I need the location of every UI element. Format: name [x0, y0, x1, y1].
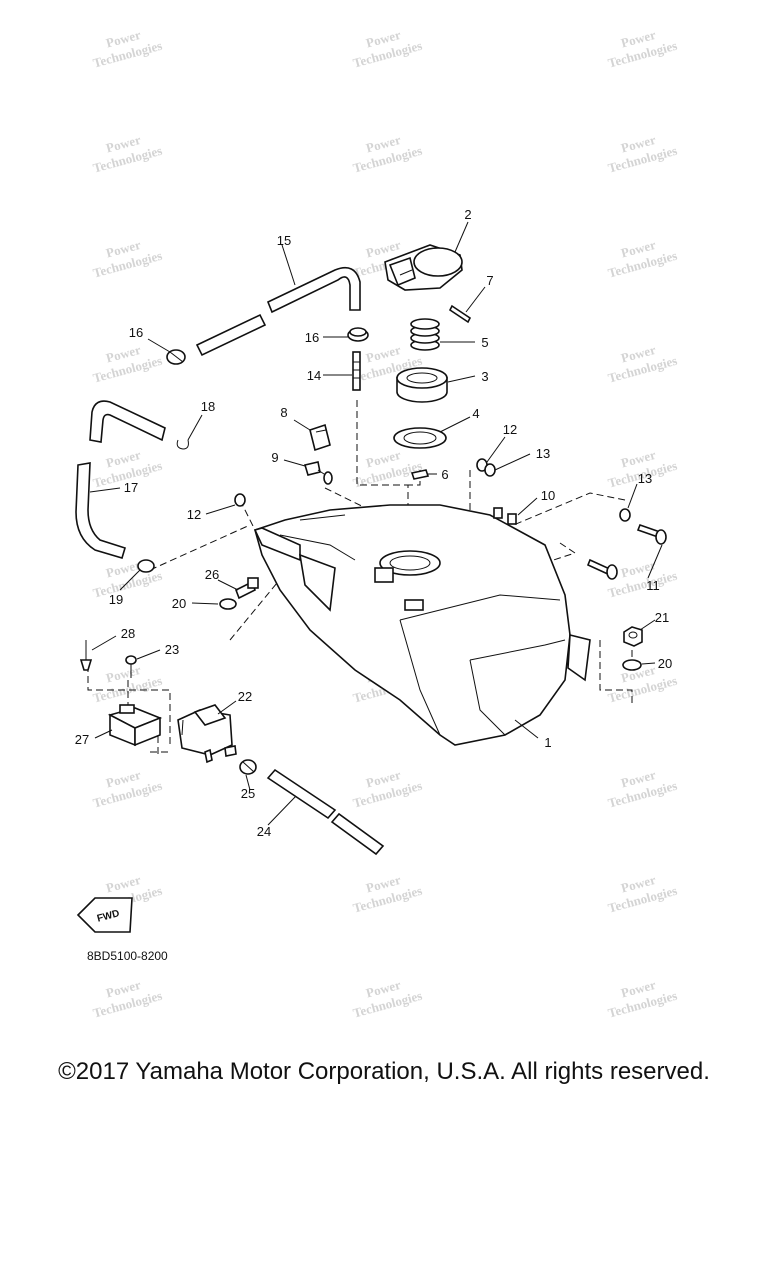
- callout-1: 1: [544, 735, 551, 750]
- breather-pipe[interactable]: [352, 351, 361, 391]
- callout-7: 7: [486, 273, 493, 288]
- nut[interactable]: [623, 626, 643, 647]
- filler-cap[interactable]: [384, 244, 463, 291]
- callout-11: 11: [646, 578, 660, 593]
- callouts: 2 7 5 3 4 6 15 16 16 14 18 8 9 17 12 13 …: [75, 207, 672, 839]
- callout-23: 23: [165, 642, 179, 657]
- mounting-bolt[interactable]: [586, 523, 667, 580]
- filler-neck-ring[interactable]: [396, 367, 448, 403]
- hose-clamp-top[interactable]: [347, 327, 369, 342]
- callout-14: 14: [307, 368, 321, 383]
- diagram-code: 8BD5100-8200: [87, 949, 168, 963]
- washer-12-left[interactable]: [234, 493, 246, 507]
- callout-16-left: 16: [129, 325, 143, 340]
- callout-17: 17: [124, 480, 138, 495]
- callout-8: 8: [280, 405, 287, 420]
- spring[interactable]: [410, 318, 440, 351]
- fuel-hose-clamp[interactable]: [239, 759, 257, 775]
- callout-12-left: 12: [187, 507, 201, 522]
- screw-23[interactable]: [125, 655, 137, 678]
- callout-5: 5: [481, 335, 488, 350]
- callout-25: 25: [241, 786, 255, 801]
- callout-20-right: 20: [658, 656, 672, 671]
- callout-13-right: 13: [638, 471, 652, 486]
- callout-9: 9: [271, 450, 278, 465]
- rivet[interactable]: [79, 640, 93, 671]
- callout-2: 2: [464, 207, 471, 222]
- copyright-notice: ©2017 Yamaha Motor Corporation, U.S.A. A…: [58, 1058, 710, 1085]
- bracket[interactable]: [107, 704, 163, 747]
- tank-clip[interactable]: [303, 461, 333, 485]
- vent-hose-clamp[interactable]: [137, 559, 155, 573]
- fuel-tank[interactable]: [253, 504, 591, 746]
- callout-19: 19: [109, 592, 123, 607]
- collar[interactable]: [493, 507, 517, 525]
- fuel-hose[interactable]: [266, 768, 385, 856]
- callout-6: 6: [441, 467, 448, 482]
- washer-20-left[interactable]: [219, 598, 237, 610]
- fuel-cock[interactable]: [177, 704, 237, 764]
- washer-20-right[interactable]: [622, 659, 642, 671]
- callout-18: 18: [201, 399, 215, 414]
- neck-screw[interactable]: [410, 469, 430, 480]
- grommet[interactable]: [309, 423, 331, 452]
- callout-26: 26: [205, 567, 219, 582]
- callout-21: 21: [655, 610, 669, 625]
- vent-hose[interactable]: [75, 400, 166, 559]
- callout-10: 10: [541, 488, 555, 503]
- callout-28: 28: [121, 626, 135, 641]
- cap-pin[interactable]: [448, 304, 472, 324]
- callout-12-right: 12: [503, 422, 517, 437]
- leader-lines: [89, 221, 663, 826]
- callout-4: 4: [472, 406, 479, 421]
- hose-clip[interactable]: [176, 439, 189, 450]
- callout-3: 3: [481, 369, 488, 384]
- bolt-26[interactable]: [234, 577, 259, 600]
- callout-22: 22: [238, 689, 252, 704]
- callout-27: 27: [75, 732, 89, 747]
- breather-hose[interactable]: [195, 266, 361, 357]
- callout-15: 15: [277, 233, 291, 248]
- callout-16-top: 16: [305, 330, 319, 345]
- hose-clamp-left[interactable]: [166, 349, 186, 365]
- filler-gasket[interactable]: [393, 427, 447, 449]
- callout-20-left: 20: [172, 596, 186, 611]
- grommet-13-left[interactable]: [484, 463, 496, 477]
- fwd-arrow-icon: FWD: [76, 897, 133, 933]
- callout-13-left: 13: [536, 446, 550, 461]
- grommet-13-right[interactable]: [619, 508, 631, 522]
- callout-24: 24: [257, 824, 271, 839]
